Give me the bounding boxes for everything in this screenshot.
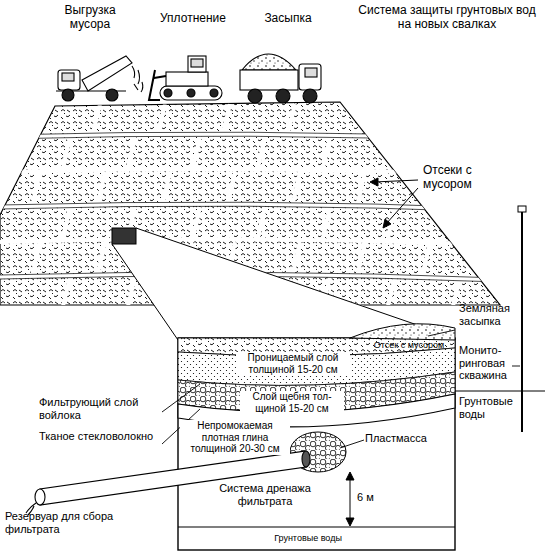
- dimension-label: 6 м: [356, 491, 392, 504]
- groundwater-line: [178, 526, 455, 527]
- groundwater-level: [455, 391, 545, 392]
- zoom-marker: [112, 228, 136, 244]
- section-block: [178, 338, 455, 550]
- bulldozer: [149, 56, 222, 100]
- stage-label: Выгрузка мусора: [46, 4, 134, 32]
- layer-label: Тканое стекловолокно: [38, 430, 162, 443]
- monitoring-well: [518, 206, 526, 432]
- part-label: Монито- ринговая скважина: [458, 344, 514, 382]
- layer-label: Проницаемый слой толщиной 15-20 см: [236, 352, 350, 375]
- layer-label: Отсек с мусором: [372, 340, 446, 350]
- layer-label: Фильтрующий слой войлока: [38, 396, 162, 421]
- part-label: Грунтовые воды: [262, 533, 354, 543]
- layer-label: Слой щебня тол- щиной 15-20 см: [240, 391, 344, 414]
- dump-truck: [240, 54, 321, 103]
- cell-pointers: [370, 178, 418, 228]
- part-label: Система дренажа фильтрата: [214, 482, 316, 507]
- layer-label: Непромокаемая плотная глина толщиной 20-…: [180, 420, 290, 455]
- part-label: Грунтовые воды: [458, 395, 520, 420]
- cell-outlines: [0, 132, 500, 282]
- zoom-lines: [112, 228, 455, 340]
- diagram-title: Система защиты грунтовых вод на новых св…: [352, 4, 542, 32]
- part-label: Резервуар для сбора фильтрата: [4, 510, 130, 535]
- stage-label: Уплотнение: [146, 12, 240, 26]
- stage-label: Засыпка: [250, 12, 326, 26]
- part-label: Отсеки с мусором: [422, 164, 516, 192]
- earth-cover: [350, 324, 455, 340]
- garbage-truck: [56, 56, 143, 101]
- dimension-arrow: [346, 472, 354, 526]
- part-label: Земляная засыпка: [458, 302, 544, 327]
- part-label: Пластмасса: [364, 432, 442, 445]
- zoom-mask: [112, 228, 458, 340]
